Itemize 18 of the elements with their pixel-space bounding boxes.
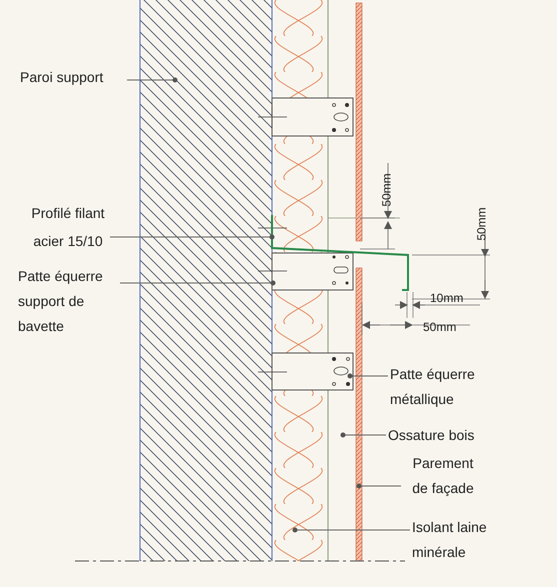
dimension-label: 10mm xyxy=(430,291,464,305)
callout-label: Profilé filant acier 15/10 xyxy=(30,204,106,251)
leader-line xyxy=(292,528,410,532)
leader-line xyxy=(126,78,178,82)
callout-label: Patte équerre métallique xyxy=(390,365,476,409)
callout-label: Parement de façade xyxy=(411,454,475,498)
callout-label: Patte équerre support de bavette xyxy=(18,267,104,336)
callout-label: Isolant laine minérale xyxy=(412,518,488,562)
dimension-label: 50mm xyxy=(474,207,489,241)
callout-label: Ossature bois xyxy=(388,426,476,444)
dimension-label: 50mm xyxy=(423,320,456,334)
leader-line xyxy=(120,280,276,286)
dimension-label: 50mm xyxy=(380,173,394,207)
leader-line xyxy=(356,484,402,488)
leader-line xyxy=(348,374,388,378)
callout-label: Paroi support xyxy=(20,68,104,86)
leader-line xyxy=(110,234,274,240)
leader-line xyxy=(340,432,386,438)
